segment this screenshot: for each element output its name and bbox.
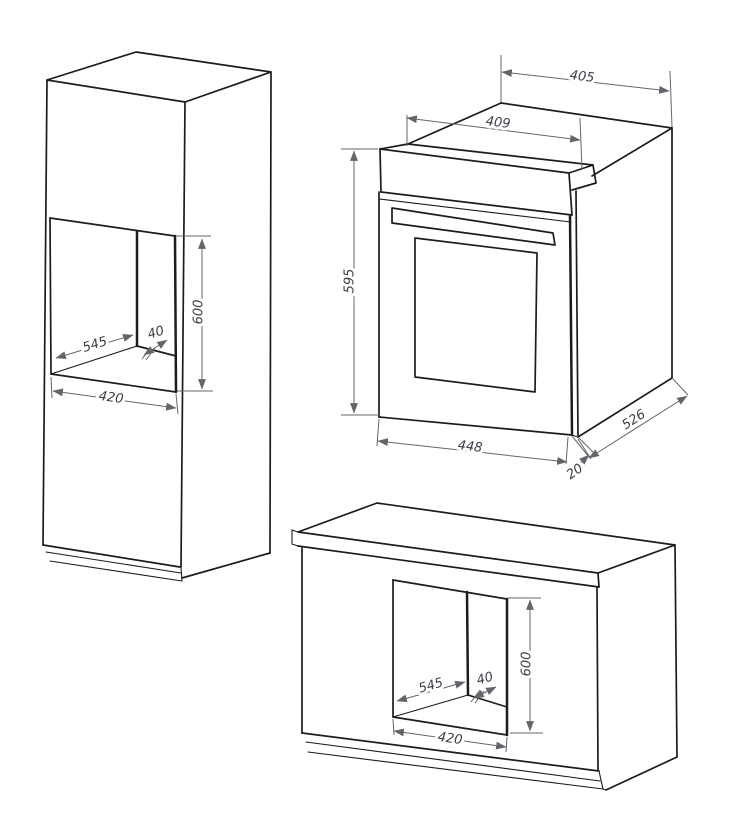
dimension-base-niche-height: 600 xyxy=(508,597,543,734)
dim-label-oven-height: 595 xyxy=(343,269,358,294)
base-cabinet-niche xyxy=(392,579,509,737)
figure-oven: 405 409 595 448 526 xyxy=(340,55,689,486)
oven-door-window xyxy=(414,237,538,393)
dimension-oven-body-width-top: 405 xyxy=(500,55,673,128)
figure-tall-cabinet: 600 545 40 420 xyxy=(42,51,272,582)
dimension-oven-height: 595 xyxy=(340,148,379,416)
dimension-base-niche-depth: 545 xyxy=(396,672,466,703)
figure-base-cabinet: 600 545 40 420 xyxy=(291,502,678,791)
dim-label-tall-rear-gap: 40 xyxy=(146,323,166,342)
dimension-tall-niche-height: 600 xyxy=(176,235,213,392)
dim-label-oven-control-panel-width: 409 xyxy=(485,114,511,132)
dimension-oven-front-width: 448 xyxy=(376,418,569,465)
dimension-base-rear-gap: 40 xyxy=(470,667,498,704)
dim-label-tall-niche-height: 600 xyxy=(192,300,207,325)
tall-cabinet-body xyxy=(42,51,272,582)
base-cabinet-body xyxy=(301,544,678,791)
oven-door xyxy=(378,191,574,437)
tall-cabinet-niche xyxy=(49,217,178,394)
oven-body xyxy=(407,102,673,438)
dim-label-oven-body-width-top: 405 xyxy=(569,68,595,86)
dimension-tall-niche-depth: 545 xyxy=(55,331,134,359)
dim-label-tall-niche-depth: 545 xyxy=(81,334,109,356)
base-cabinet-countertop xyxy=(291,502,676,588)
oven-door-handle xyxy=(391,207,556,246)
dim-label-base-niche-depth: 545 xyxy=(417,675,445,696)
dim-label-base-niche-height: 600 xyxy=(520,652,535,677)
dim-label-oven-front-width: 448 xyxy=(457,438,483,456)
oven-control-panel xyxy=(379,143,597,216)
dim-label-tall-niche-width: 420 xyxy=(98,389,125,407)
dimension-oven-control-panel-width: 409 xyxy=(406,111,583,171)
dimension-oven-door-thickness: 20 xyxy=(561,435,594,486)
dim-label-base-rear-gap: 40 xyxy=(475,670,495,689)
dimension-tall-rear-gap: 40 xyxy=(141,320,169,361)
dim-label-base-niche-width: 420 xyxy=(437,730,464,748)
dim-label-oven-door-thickness: 20 xyxy=(564,461,586,483)
dimension-oven-depth: 526 xyxy=(577,378,689,460)
